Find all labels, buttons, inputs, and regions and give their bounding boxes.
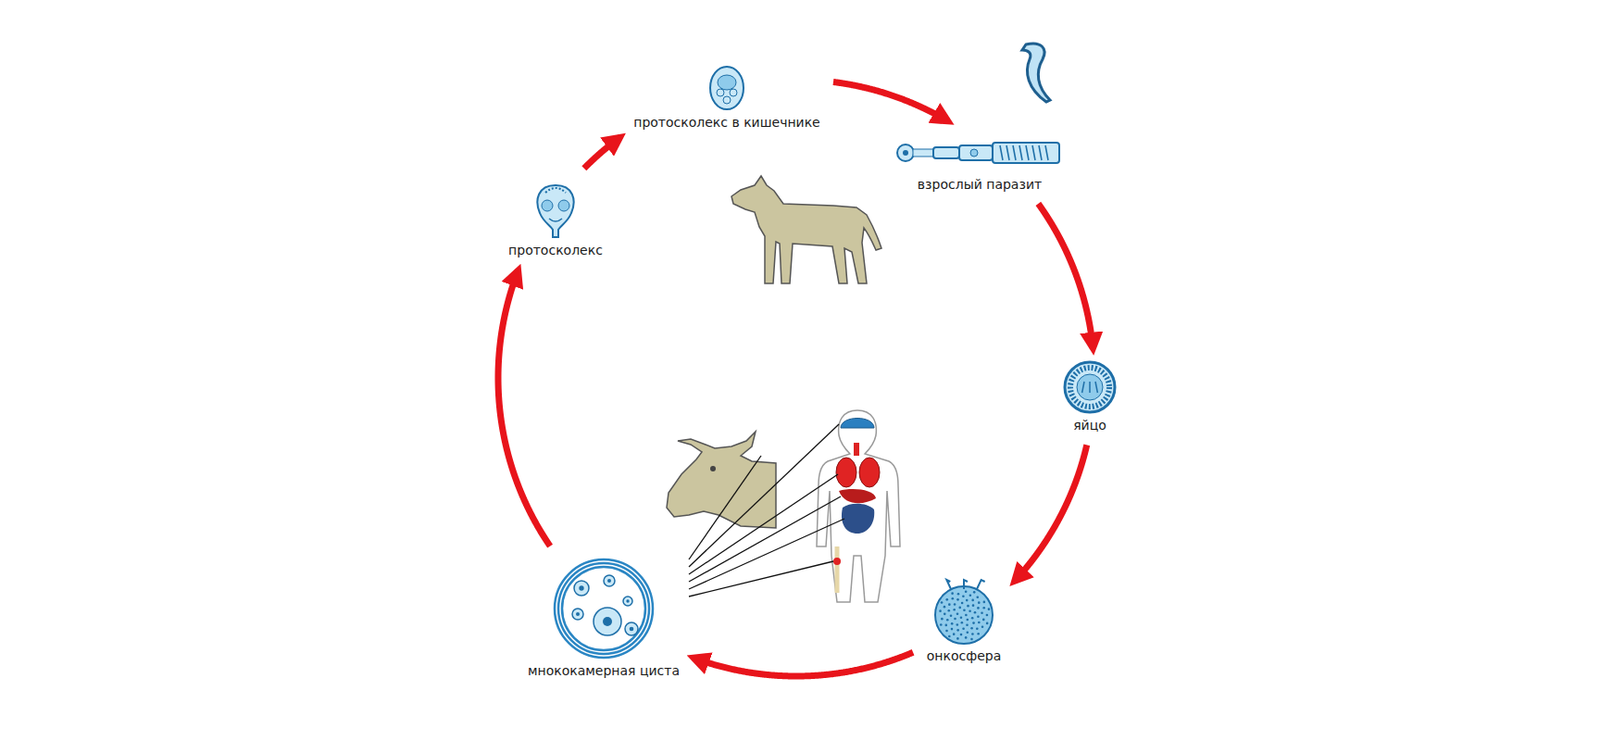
life-stage: онкосфера xyxy=(923,575,1006,666)
cycle-arrow xyxy=(584,137,621,169)
hook-icon xyxy=(1022,43,1050,102)
stage-label: мнококамерная циста xyxy=(527,662,680,679)
stage-icon xyxy=(708,64,746,112)
stage-label: яйцо xyxy=(1073,417,1107,434)
cycle-arrow xyxy=(833,81,949,121)
life-stage: протосколекс xyxy=(504,177,607,261)
stage-label: протосколекс в кишечнике xyxy=(633,114,820,131)
life-stage: взрослый паразит xyxy=(892,130,1067,195)
cycle-arrow xyxy=(693,651,913,676)
cycle-arrow xyxy=(498,270,550,547)
stage-icon xyxy=(1062,360,1117,414)
cycle-arrow xyxy=(1014,444,1088,581)
life-stage: мнококамерная циста xyxy=(524,555,684,681)
stage-icon xyxy=(532,179,579,239)
life-stage: протосколекс в кишечнике xyxy=(629,62,824,133)
stage-label: протосколекс xyxy=(508,242,603,259)
leader-lines xyxy=(688,424,845,597)
cycle-arrow xyxy=(1037,203,1093,349)
stage-label: взрослый паразит xyxy=(917,176,1042,193)
stage-label: онкосфера xyxy=(926,648,1002,664)
stage-icon xyxy=(896,132,1063,174)
cow-eye xyxy=(710,465,716,472)
stage-icon xyxy=(928,577,1000,645)
dog-figure xyxy=(731,175,882,284)
human-figure xyxy=(816,410,900,602)
stage-icon xyxy=(552,557,655,660)
life-stage: яйцо xyxy=(1059,358,1121,436)
